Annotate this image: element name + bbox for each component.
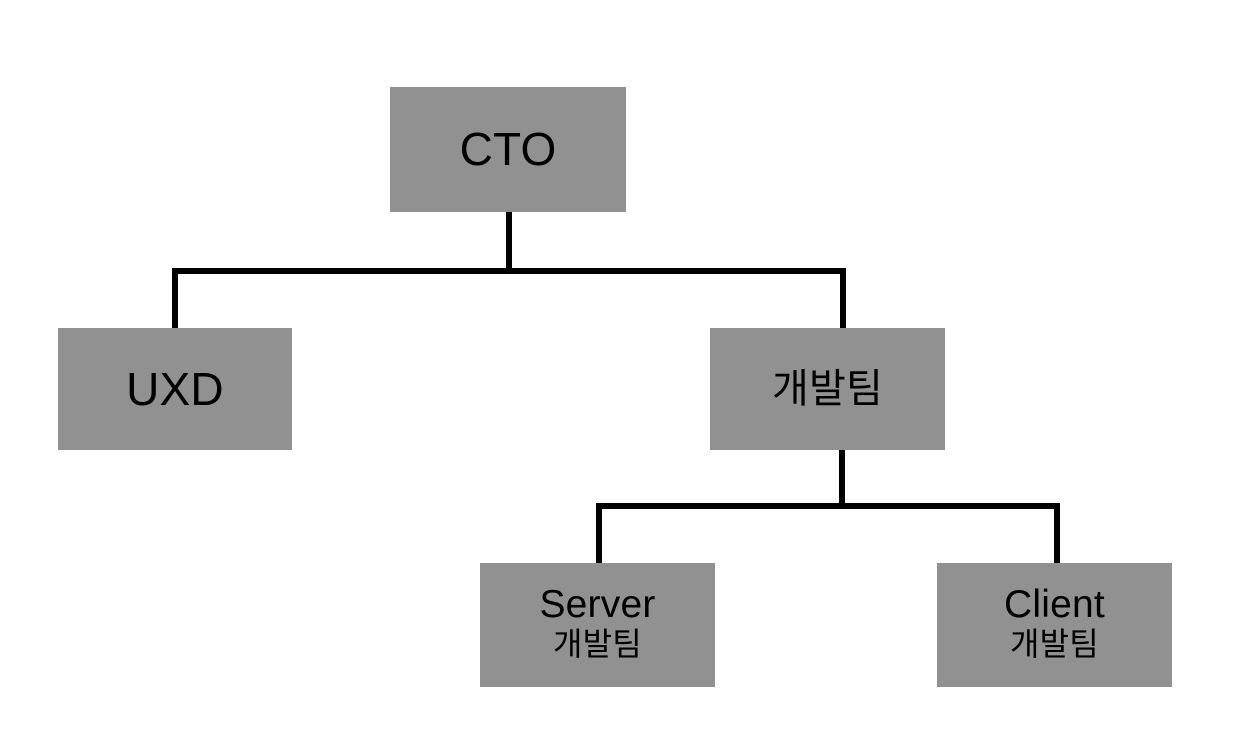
org-node-client-devteam[interactable]: Client 개발팀 <box>937 563 1172 687</box>
connector-top-horizontal-bus <box>172 268 846 274</box>
org-node-client-label: Client <box>1004 582 1105 626</box>
org-node-server-devteam[interactable]: Server 개발팀 <box>480 563 715 687</box>
org-node-devteam-label: 개발팀 <box>772 367 883 411</box>
org-node-client-sublabel: 개발팀 <box>1010 625 1099 662</box>
org-node-server-sublabel: 개발팀 <box>553 625 642 662</box>
connector-drop-to-uxd <box>172 268 178 330</box>
org-node-server-label: Server <box>539 582 656 626</box>
connector-drop-to-devteam <box>840 268 846 330</box>
org-node-uxd-label: UXD <box>126 362 224 415</box>
connector-devteam-stem <box>839 449 845 507</box>
connector-cto-stem <box>506 211 512 273</box>
connector-bottom-horizontal-bus <box>596 503 1060 509</box>
connector-drop-to-client <box>1054 503 1060 565</box>
org-node-cto-label: CTO <box>459 123 557 176</box>
org-node-cto[interactable]: CTO <box>390 87 626 212</box>
org-node-uxd[interactable]: UXD <box>58 328 292 450</box>
org-node-devteam[interactable]: 개발팀 <box>710 328 945 450</box>
connector-drop-to-server <box>596 503 602 565</box>
